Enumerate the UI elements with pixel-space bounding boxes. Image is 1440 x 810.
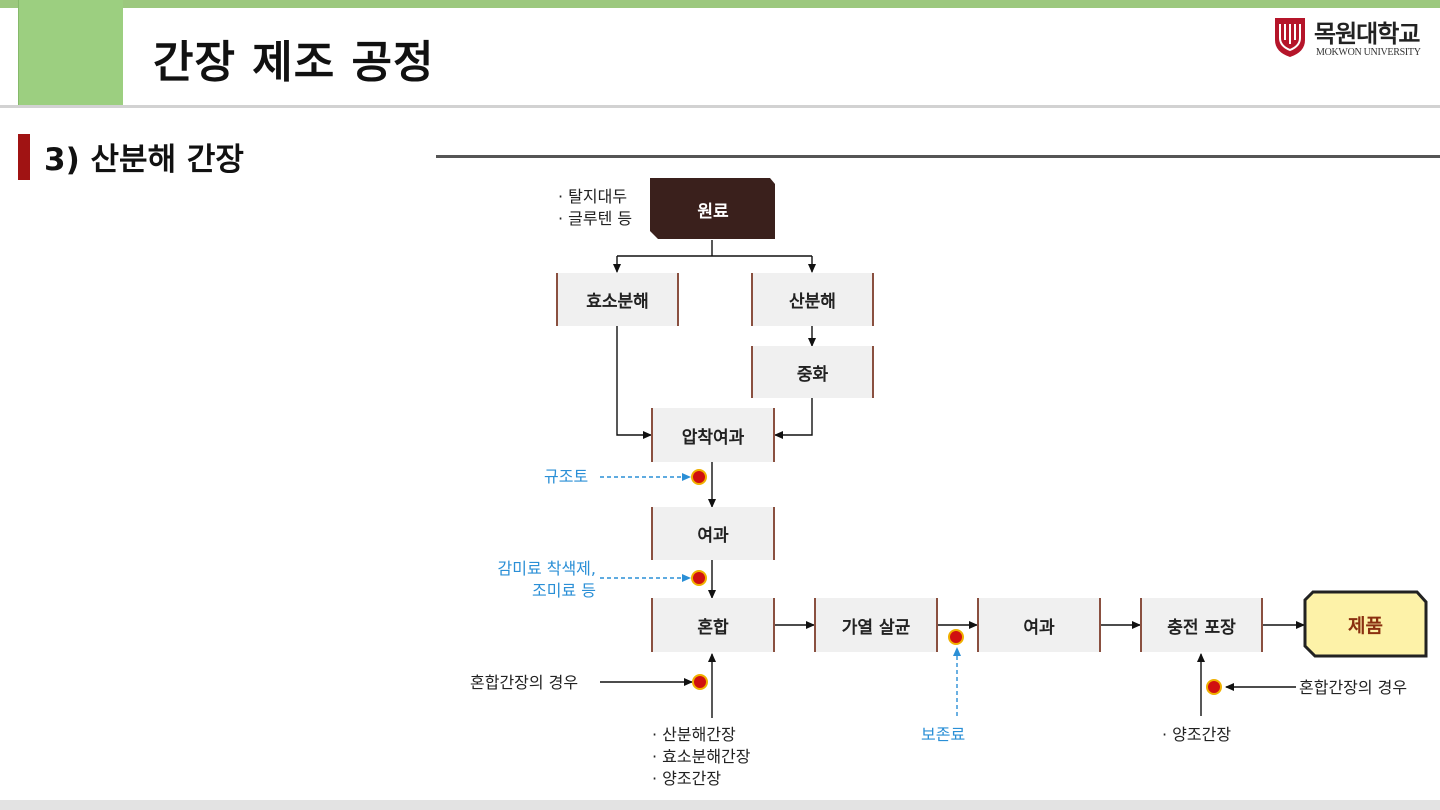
- section-marker: [18, 134, 30, 180]
- node-neutralize: 중화: [751, 346, 874, 398]
- section-divider: [436, 155, 1440, 158]
- node-press: 압착여과: [651, 408, 775, 462]
- node-enzyme: 효소분해: [556, 273, 679, 326]
- note-diatom: 규조토: [544, 467, 589, 486]
- node-acid: 산분해: [751, 273, 874, 326]
- note-bottom-1: · 산분해간장: [652, 725, 736, 744]
- note-raw-2: · 글루텐 등: [558, 209, 633, 228]
- university-logo: 목원대학교 MOKWON UNIVERSITY: [1272, 14, 1440, 62]
- emblem-icon: [1275, 18, 1305, 57]
- input-dot-diatom: [691, 469, 707, 485]
- input-dot-mixed-left: [692, 674, 708, 690]
- note-bottom-2: · 효소분해간장: [652, 747, 751, 766]
- input-dot-preservative: [948, 629, 964, 645]
- page-title: 간장 제조 공정: [153, 37, 435, 88]
- note-additives-1: 감미료 착색제,: [497, 559, 597, 578]
- logo-name-en: MOKWON UNIVERSITY: [1316, 47, 1421, 58]
- node-raw-bg: [650, 178, 775, 239]
- node-filter1: 여과: [651, 507, 775, 560]
- note-mixed-left: 혼합간장의 경우: [470, 673, 579, 692]
- header-green-block: [18, 0, 123, 106]
- node-product: 제품: [1348, 614, 1383, 637]
- node-raw: 원료: [697, 201, 729, 222]
- node-product-bg: [1303, 590, 1428, 658]
- node-filter2: 여과: [977, 598, 1101, 652]
- top-accent-bar: [0, 0, 1440, 8]
- logo-name-ko: 목원대학교: [1314, 19, 1420, 48]
- footer-strip: [0, 800, 1440, 810]
- note-mixed-right: 혼합간장의 경우: [1299, 678, 1408, 697]
- note-raw-1: · 탈지대두: [558, 187, 628, 206]
- note-additives-2: 조미료 등: [532, 581, 596, 600]
- input-dot-mixed-right: [1206, 679, 1222, 695]
- node-mix: 혼합: [651, 598, 775, 652]
- node-heat: 가열 살균: [814, 598, 938, 652]
- input-dot-additives: [691, 570, 707, 586]
- section-title: 3) 산분해 간장: [44, 142, 244, 178]
- note-preservative: 보존료: [921, 725, 966, 744]
- header-divider: [0, 105, 1440, 108]
- note-bottom-3: · 양조간장: [652, 769, 722, 788]
- note-brewed: · 양조간장: [1162, 725, 1232, 744]
- node-pack: 충전 포장: [1140, 598, 1263, 652]
